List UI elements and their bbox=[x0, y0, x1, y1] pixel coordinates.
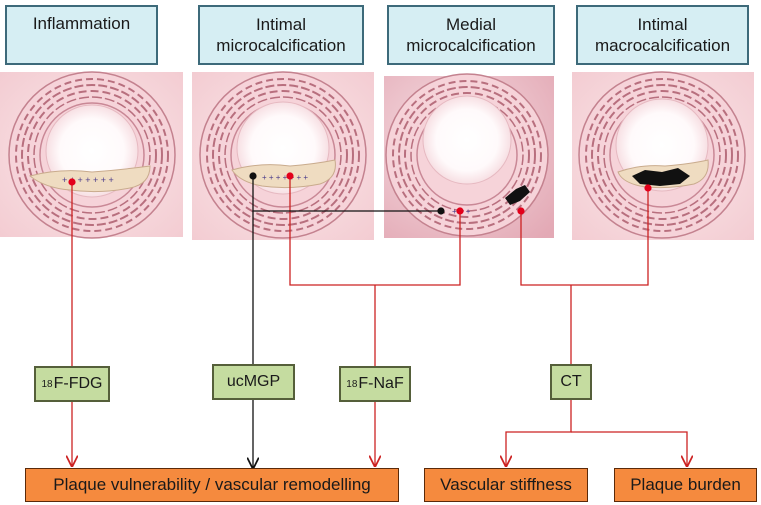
red-connectors bbox=[72, 176, 687, 466]
black-marker-dot bbox=[249, 172, 257, 180]
medial-microcalcification-header: Medial microcalcification bbox=[387, 5, 555, 65]
ct-label: CT bbox=[560, 373, 582, 390]
ct-imaging-box: CT bbox=[550, 364, 592, 400]
red-marker-dot bbox=[68, 178, 76, 186]
intimal-microcalcification-header: Intimal microcalcification bbox=[198, 5, 364, 65]
naf-label: F-NaF bbox=[358, 375, 404, 392]
plaque-vulnerability-outcome: Plaque vulnerability / vascular remodell… bbox=[25, 468, 399, 502]
inflammation-header: Inflammation bbox=[5, 5, 158, 65]
plaque-burden-label: Plaque burden bbox=[630, 475, 741, 494]
black-connectors bbox=[253, 176, 441, 468]
plaque-vulnerability-label: Plaque vulnerability / vascular remodell… bbox=[53, 475, 371, 494]
black-marker-dot bbox=[437, 207, 445, 215]
inflammation-label: Inflammation bbox=[32, 14, 131, 33]
medial-micro-line2: microcalcification bbox=[406, 36, 536, 55]
fdg-label: F-FDG bbox=[53, 375, 103, 392]
vessel-cross-section-2: + + + + + + + bbox=[199, 71, 367, 239]
svg-text:+ + + + + + +: + + + + + + + bbox=[62, 175, 114, 185]
naf-isotope-number: 18 bbox=[346, 378, 358, 390]
red-marker-dot bbox=[286, 172, 294, 180]
intimal-macro-line2: macrocalcification bbox=[594, 36, 731, 55]
vessel-cross-section-1: + + + + + + + bbox=[8, 71, 176, 239]
ucmgp-label: ucMGP bbox=[226, 373, 281, 390]
vessel-cross-section-4 bbox=[578, 71, 746, 239]
intimal-macro-line1: Intimal bbox=[637, 15, 688, 34]
intimal-micro-line2: microcalcification bbox=[216, 36, 346, 55]
vascular-stiffness-label: Vascular stiffness bbox=[440, 475, 572, 494]
svg-text:+ + + + + + +: + + + + + + + bbox=[262, 173, 308, 182]
fdg-isotope-number: 18 bbox=[41, 378, 53, 390]
plaque-burden-outcome: Plaque burden bbox=[614, 468, 757, 502]
red-marker-dot bbox=[644, 184, 652, 192]
intimal-micro-line1: Intimal bbox=[255, 15, 307, 34]
medial-micro-line1: Medial bbox=[445, 15, 497, 34]
ucmgp-biomarker-box: ucMGP bbox=[212, 364, 295, 400]
red-marker-dot bbox=[456, 207, 464, 215]
vascular-stiffness-outcome: Vascular stiffness bbox=[424, 468, 588, 502]
intimal-macrocalcification-header: Intimal macrocalcification bbox=[576, 5, 749, 65]
red-marker-dot bbox=[517, 207, 525, 215]
